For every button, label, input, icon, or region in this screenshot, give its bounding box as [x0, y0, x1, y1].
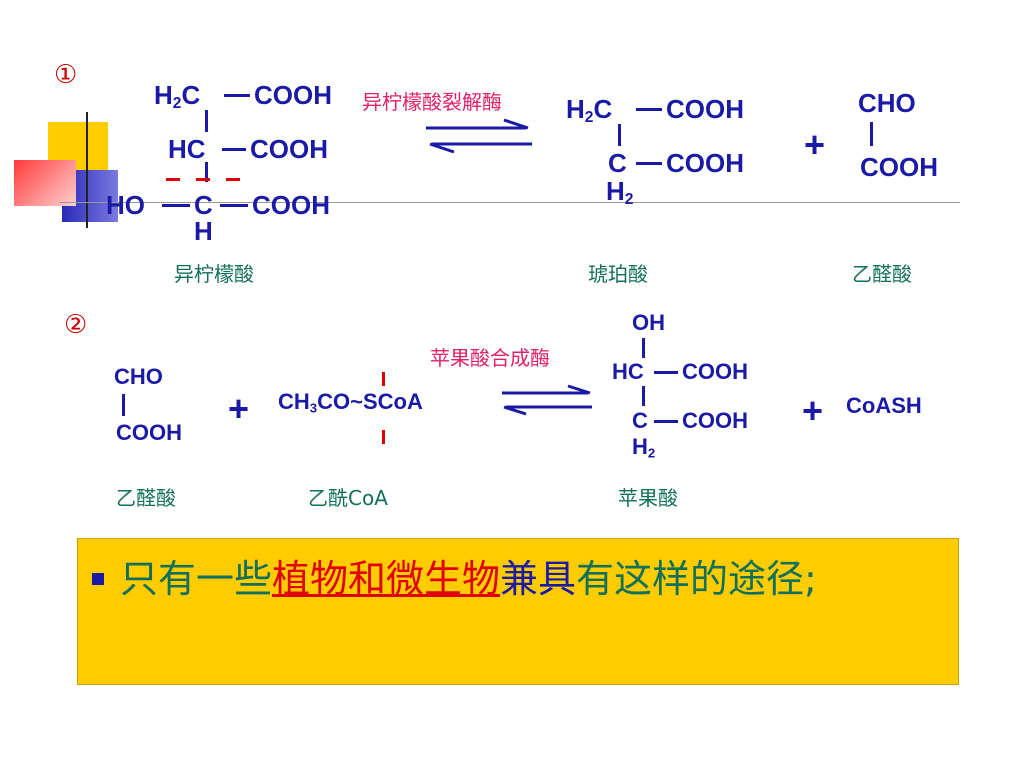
plus-sign: + — [228, 388, 250, 429]
acetyl-coa-formula: CH3CO~SCoA — [278, 389, 423, 416]
glyoxylate-cho: CHO — [858, 88, 916, 118]
note-text: 只有一些植物和微生物兼具有这样的途径; — [120, 553, 940, 605]
note-box: 只有一些植物和微生物兼具有这样的途径; — [77, 538, 959, 685]
isocitrate-row3-ho: HO — [106, 190, 145, 220]
isocitrate-row1-left: H2C — [154, 80, 201, 112]
label-isocitrate: 异柠檬酸 — [174, 262, 254, 286]
bond — [636, 162, 662, 165]
bond — [642, 386, 645, 406]
malate-row1-hc: HC — [612, 359, 644, 384]
malate-row2-cooh: COOH — [682, 408, 748, 433]
enzyme-isocitrate-lyase: 异柠檬酸裂解酶 — [362, 90, 502, 114]
malate-row3-h2: H2 — [632, 434, 656, 461]
bond — [654, 420, 678, 423]
note-part1: 只有一些 — [120, 557, 273, 601]
bond — [162, 204, 190, 207]
malate-row2-c: C — [632, 408, 648, 433]
succinate-row1-cooh: COOH — [666, 94, 744, 124]
succinate-row2-cooh: COOH — [666, 148, 744, 178]
bond — [205, 110, 208, 132]
bond — [205, 162, 208, 182]
isocitrate-row3-c: C — [194, 190, 213, 220]
plus-sign: + — [802, 390, 824, 431]
label-glyoxylate: 乙醛酸 — [852, 262, 912, 286]
isocitrate-row2-cooh: COOH — [250, 134, 328, 164]
label-glyoxylate: 乙醛酸 — [116, 486, 176, 510]
decorative-horizontal-line — [60, 202, 960, 203]
label-acetyl-coa: 乙酰CoA — [308, 486, 388, 510]
bond — [654, 371, 678, 374]
bond — [220, 204, 248, 207]
glyoxylate-cooh: COOH — [860, 152, 938, 182]
bond — [642, 338, 645, 358]
equilibrium-arrows-2 — [502, 384, 592, 416]
succinate-row1-left: H2C — [566, 94, 613, 126]
cleavage-dash — [382, 372, 385, 386]
bond — [870, 122, 873, 146]
isocitrate-row4-h: H — [194, 216, 213, 246]
note-part4: 有这样的途径; — [576, 557, 817, 601]
bond — [636, 108, 662, 111]
cleavage-dash — [196, 178, 210, 181]
cleavage-dash — [226, 178, 240, 181]
bond — [122, 394, 125, 416]
note-highlight-plants-microbes: 植物和微生物 — [272, 557, 501, 601]
cleavage-dash — [166, 178, 180, 181]
bullet-square-icon — [92, 573, 104, 585]
equilibrium-arrows-1 — [426, 118, 532, 154]
note-part3: 兼具 — [500, 557, 577, 601]
succinate-row3-h2: H2 — [606, 176, 634, 208]
glyoxylate-cooh: COOH — [116, 420, 182, 445]
bond — [618, 124, 621, 146]
bond — [224, 94, 250, 97]
isocitrate-row1-cooh: COOH — [254, 80, 332, 110]
cleavage-dash — [382, 430, 385, 444]
reaction-2-number: ② — [64, 310, 88, 340]
reaction-1-number: ① — [54, 60, 78, 90]
glyoxylate-cho: CHO — [114, 364, 163, 389]
enzyme-malate-synthase: 苹果酸合成酶 — [430, 346, 550, 370]
succinate-row2-c: C — [608, 148, 627, 178]
isocitrate-row3-cooh: COOH — [252, 190, 330, 220]
bond — [222, 148, 246, 151]
decorative-red-square — [14, 160, 76, 206]
decorative-vertical-line — [86, 112, 88, 228]
label-malate: 苹果酸 — [618, 486, 678, 510]
malate-row1-cooh: COOH — [682, 359, 748, 384]
isocitrate-row2-left: HC — [168, 134, 206, 164]
label-succinate: 琥珀酸 — [588, 262, 648, 286]
plus-sign: + — [804, 124, 826, 165]
coash-formula: CoASH — [846, 393, 922, 418]
malate-oh: OH — [632, 310, 665, 335]
